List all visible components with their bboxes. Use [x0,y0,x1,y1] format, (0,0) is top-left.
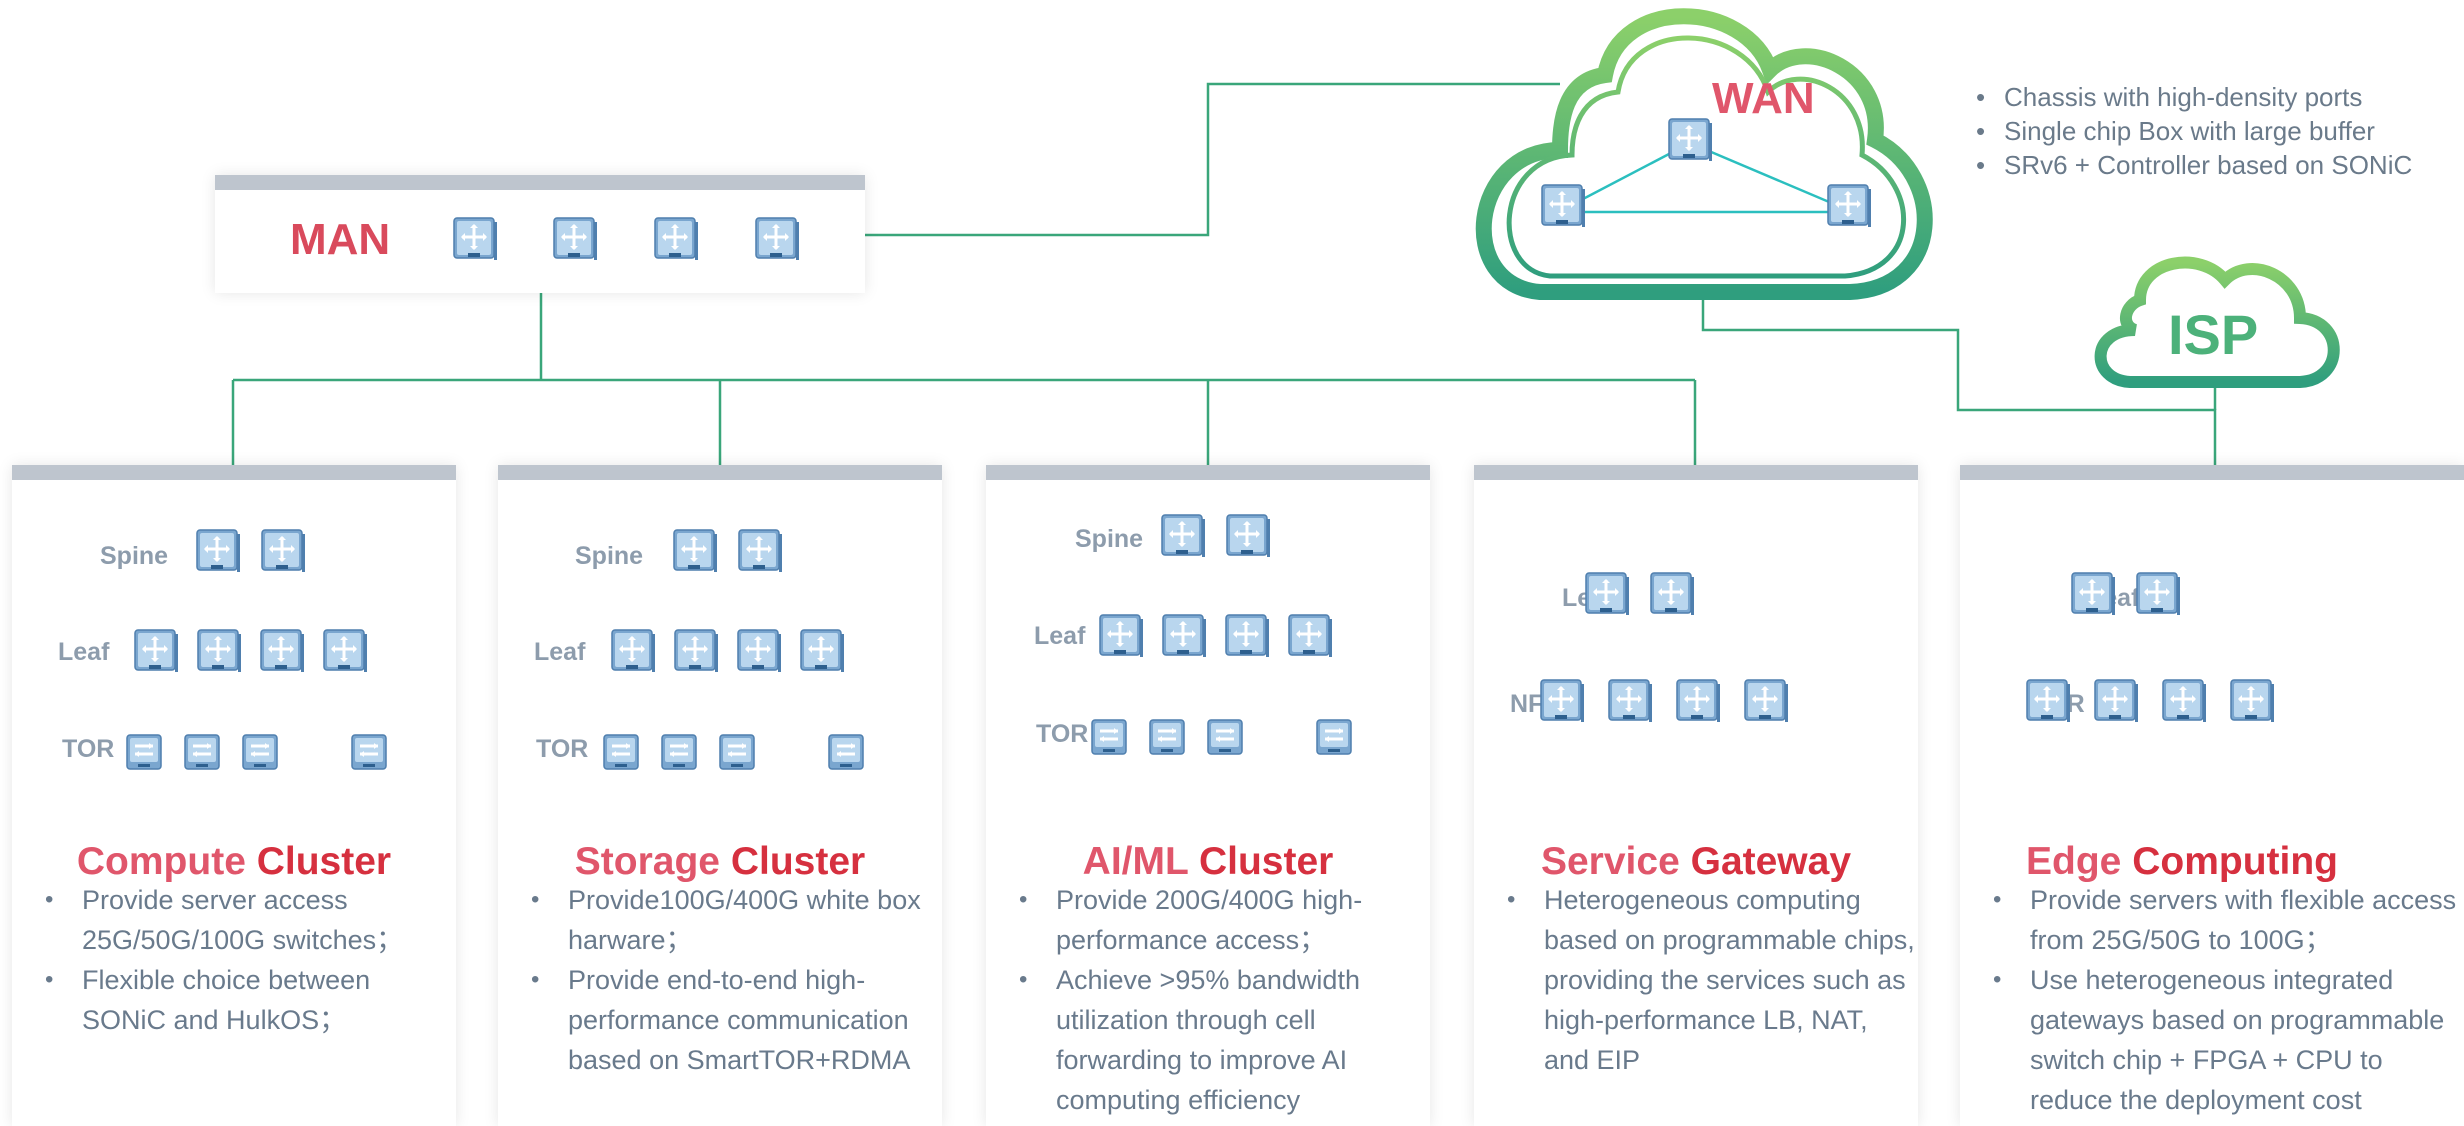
wan-feature-item: Single chip Box with large buffer [1974,114,2412,148]
wan-label: WAN [1712,74,1815,123]
tier-label: TOR [62,735,115,763]
man-label: MAN [290,215,391,264]
switch-icon [673,628,721,676]
card-compute-cluster: Compute Cluster Provide server access 25… [12,465,456,1126]
card-title: Service Gateway [1540,840,1852,883]
switch-icon [602,731,650,779]
switch-icon [737,528,785,576]
switch-icon [1148,716,1196,764]
switch-icon [1098,613,1146,661]
tier-label: Leaf [534,638,586,666]
switch-icon [183,731,231,779]
tier-label: TOR [1036,720,1089,748]
switch-icon [1160,513,1208,561]
switch-icon [1315,716,1363,764]
card-title: Edge Computing [2026,840,2338,883]
tier-label: Leaf [58,638,110,666]
card-storage-cluster: Storage Cluster Provide100G/400G white b… [498,465,942,1126]
man-wan-link [865,82,1560,237]
switch-icon [552,216,600,264]
card-feature-list: Provide server access 25G/50G/100G switc… [42,880,456,1040]
switch-icon [1090,716,1138,764]
switch-icon [2135,571,2183,619]
switch-icon [1206,716,1254,764]
tier-label: Leaf [1034,622,1086,650]
switch-icon [1743,678,1791,726]
switch-icon [2161,678,2209,726]
card-edge-computing: Edge Computing Provide servers with flex… [1960,465,2464,1126]
card-feature-item: Provide 200G/400G high-performance acces… [1016,880,1430,960]
switch-icon [2070,571,2118,619]
wan-feature-item: Chassis with high-density ports [1974,80,2412,114]
switch-icon [1675,678,1723,726]
card-title: Storage Cluster [574,840,866,883]
switch-icon [610,628,658,676]
switch-icon [799,628,847,676]
switch-icon [754,216,802,264]
wan-edge-link [1701,300,2217,465]
switch-icon [195,528,243,576]
card-feature-item: Provide server access 25G/50G/100G switc… [42,880,456,960]
switch-icon [1161,613,1209,661]
isp-label: ISP [2168,303,2259,366]
card-feature-item: Provide100G/400G white box harware； [528,880,942,960]
switch-icon [2025,678,2073,726]
switch-icon [1584,571,1632,619]
card-title: AI/ML Cluster [1082,840,1334,883]
card-feature-list: Heterogeneous computing based on program… [1504,880,1918,1080]
tier-label: Spine [575,542,644,570]
card-feature-item: Heterogeneous computing based on program… [1504,880,1918,1080]
switch-icon [350,731,398,779]
switch-icon [1287,613,1335,661]
switch-icon [1224,613,1272,661]
card-feature-item: Flexible choice between SONiC and HulkOS… [42,960,456,1040]
switch-icon [452,216,500,264]
card-feature-item: Provide end-to-end high-performance comm… [528,960,942,1080]
switch-icon [736,628,784,676]
card-feature-item: Provide servers with flexible access fro… [1990,880,2464,960]
tier-label: Spine [1075,525,1144,553]
card-topbar [498,465,942,480]
switch-icon [1649,571,1697,619]
switch-icon [2093,678,2141,726]
wan-feature-list: Chassis with high-density ports Single c… [1974,80,2412,182]
switch-icon [653,216,701,264]
wan-feature-item: SRv6 + Controller based on SONiC [1974,148,2412,182]
tier-label: TOR [536,735,589,763]
switch-icon [196,628,244,676]
tier-label: Spine [100,542,169,570]
switch-icon [718,731,766,779]
switch-icon [1540,183,1588,231]
card-topbar [1474,465,1918,480]
switch-icon [133,628,181,676]
switch-icon [241,731,289,779]
switch-icon [2229,678,2277,726]
isp-cloud [2094,256,2340,388]
switch-icon [1826,183,1874,231]
switch-icon [1667,117,1715,165]
switch-icon [1539,678,1587,726]
switch-icon [827,731,875,779]
card-service-gateway: Service Gateway Heterogeneous computing … [1474,465,1918,1126]
card-feature-list: Provide servers with flexible access fro… [1990,880,2464,1120]
card-topbar [1960,465,2464,480]
card-aiml-cluster: AI/ML Cluster Provide 200G/400G high-per… [986,465,1430,1126]
switch-icon [259,628,307,676]
card-feature-list: Provide 200G/400G high-performance acces… [1016,880,1430,1120]
switch-icon [125,731,173,779]
card-topbar [986,465,1430,480]
card-feature-list: Provide100G/400G white box harware； Prov… [528,880,942,1080]
switch-icon [1607,678,1655,726]
man-topbar [215,175,865,190]
card-topbar [12,465,456,480]
card-feature-item: Use heterogeneous integrated gateways ba… [1990,960,2464,1120]
switch-icon [672,528,720,576]
switch-icon [322,628,370,676]
switch-icon [660,731,708,779]
switch-icon [1225,513,1273,561]
card-title: Compute Cluster [76,840,392,883]
card-feature-item: Achieve >95% bandwidth utilization throu… [1016,960,1430,1120]
switch-icon [260,528,308,576]
